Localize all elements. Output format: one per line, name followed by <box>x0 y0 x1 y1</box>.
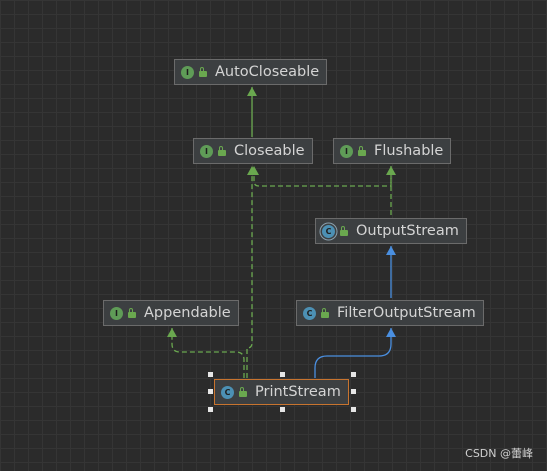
interface-icon: I <box>200 144 213 158</box>
lock-icon <box>199 67 207 77</box>
lock-icon <box>218 146 226 156</box>
resize-handle-top-right[interactable] <box>351 372 356 377</box>
resize-handle-bottom-right[interactable] <box>351 407 356 412</box>
node-outputstream[interactable]: C OutputStream <box>315 218 467 244</box>
node-appendable[interactable]: I Appendable <box>103 300 239 326</box>
node-flushable[interactable]: I Flushable <box>333 138 452 164</box>
node-filteroutputstream[interactable]: C FilterOutputStream <box>296 300 484 326</box>
node-label: FilterOutputStream <box>337 305 476 321</box>
lock-icon <box>128 308 136 318</box>
resize-handle-left[interactable] <box>208 389 213 394</box>
lock-icon <box>340 226 348 236</box>
resize-handle-top[interactable] <box>280 372 285 377</box>
interface-icon: I <box>181 65 194 79</box>
class-icon: C <box>221 385 234 399</box>
edge-printstream-to-appendable <box>167 328 245 378</box>
resize-handle-bottom-left[interactable] <box>208 407 213 412</box>
node-closeable[interactable]: I Closeable <box>193 138 313 164</box>
edge-printstream-to-filteroutputstream <box>314 328 396 378</box>
edge-printstream-to-closeable <box>246 166 257 378</box>
node-label: Flushable <box>374 143 444 159</box>
resize-handle-right[interactable] <box>351 389 356 394</box>
interface-icon: I <box>340 144 353 158</box>
node-label: Closeable <box>234 143 305 159</box>
lock-icon <box>239 387 247 397</box>
lock-icon <box>358 146 366 156</box>
watermark: CSDN @蕾峰 <box>465 447 533 460</box>
node-printstream[interactable]: C PrintStream <box>214 379 349 405</box>
lock-icon <box>321 308 329 318</box>
node-autocloseable[interactable]: I AutoCloseable <box>174 59 328 85</box>
abstract-class-icon: C <box>322 224 335 238</box>
resize-handle-bottom[interactable] <box>280 407 285 412</box>
interface-icon: I <box>110 306 123 320</box>
node-label: PrintStream <box>255 384 341 400</box>
resize-handle-top-left[interactable] <box>208 372 213 377</box>
class-icon: C <box>303 306 316 320</box>
edge-outputstream-to-closeable <box>249 166 392 187</box>
node-label: OutputStream <box>356 223 459 239</box>
node-label: AutoCloseable <box>215 64 320 80</box>
node-label: Appendable <box>144 305 231 321</box>
